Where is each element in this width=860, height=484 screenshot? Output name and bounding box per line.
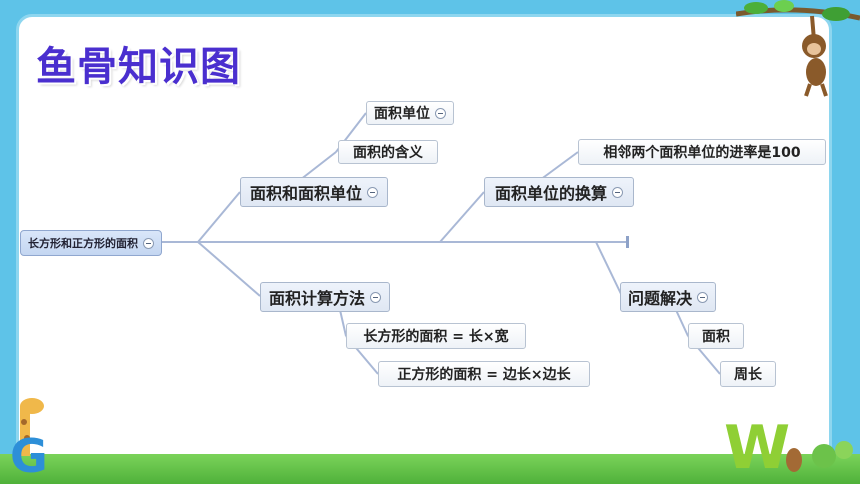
- leaf-node[interactable]: 长方形的面积 = 长×宽: [346, 323, 526, 349]
- collapse-toggle-icon[interactable]: [612, 186, 623, 198]
- branch-label: 问题解决: [627, 289, 692, 308]
- leaf-node[interactable]: 周长: [720, 361, 776, 387]
- letter-W-logo: W: [724, 413, 853, 483]
- collapse-toggle-icon[interactable]: [697, 291, 708, 303]
- branch-node-1[interactable]: 面积和面积单位: [240, 177, 388, 207]
- root-label: 长方形和正方形的面积: [28, 237, 138, 250]
- sub-line-d: [339, 309, 347, 337]
- leaf-label: 相邻两个面积单位的进率是100: [603, 145, 801, 161]
- leaf-node[interactable]: 面积的含义: [338, 140, 438, 164]
- branch-label: 面积计算方法: [268, 289, 365, 308]
- leaf-label: 面积单位: [374, 106, 430, 122]
- leaf-node[interactable]: 面积: [688, 323, 744, 349]
- leaf-label: 正方形的面积 = 边长×边长: [397, 367, 571, 383]
- bone-line-2: [197, 241, 261, 297]
- leaf-node[interactable]: 相邻两个面积单位的进率是100: [578, 139, 826, 165]
- bone-line-3: [439, 191, 485, 243]
- top-dotted-border: [39, 17, 809, 18]
- collapse-toggle-icon[interactable]: [143, 237, 154, 249]
- leaf-node[interactable]: 面积单位: [366, 101, 454, 125]
- collapse-toggle-icon[interactable]: [435, 107, 446, 119]
- bone-line-4: [595, 241, 623, 297]
- leaf-label: 面积: [702, 329, 730, 345]
- spine-head: [626, 236, 629, 248]
- giraffe-icon: G: [10, 398, 48, 483]
- branch-label: 面积单位的换算: [494, 184, 607, 203]
- page-title: 鱼骨知识图: [36, 44, 241, 90]
- sub-line-c: [539, 151, 579, 181]
- leaf-node[interactable]: 正方形的面积 = 边长×边长: [378, 361, 590, 387]
- leaf-label: 长方形的面积 = 长×宽: [363, 329, 509, 345]
- leaf-label: 周长: [734, 367, 762, 383]
- branch-node-3[interactable]: 面积单位的换算: [484, 177, 634, 207]
- letter-G-logo: G: [10, 429, 48, 483]
- collapse-toggle-icon[interactable]: [367, 186, 378, 198]
- leaf-label: 面积的含义: [353, 145, 423, 161]
- sub-line-f: [675, 309, 689, 337]
- monkey-icon: [736, 0, 860, 97]
- sub-line-a: [299, 151, 337, 181]
- branch-node-2[interactable]: 面积计算方法: [260, 282, 390, 312]
- branch-label: 面积和面积单位: [249, 184, 362, 203]
- root-node[interactable]: 长方形和正方形的面积: [20, 230, 162, 256]
- collapse-toggle-icon[interactable]: [370, 291, 381, 303]
- bone-line-1: [197, 191, 241, 243]
- grass-decoration: [0, 454, 860, 484]
- svg-text:W: W: [724, 413, 790, 483]
- branch-node-4[interactable]: 问题解决: [620, 282, 716, 312]
